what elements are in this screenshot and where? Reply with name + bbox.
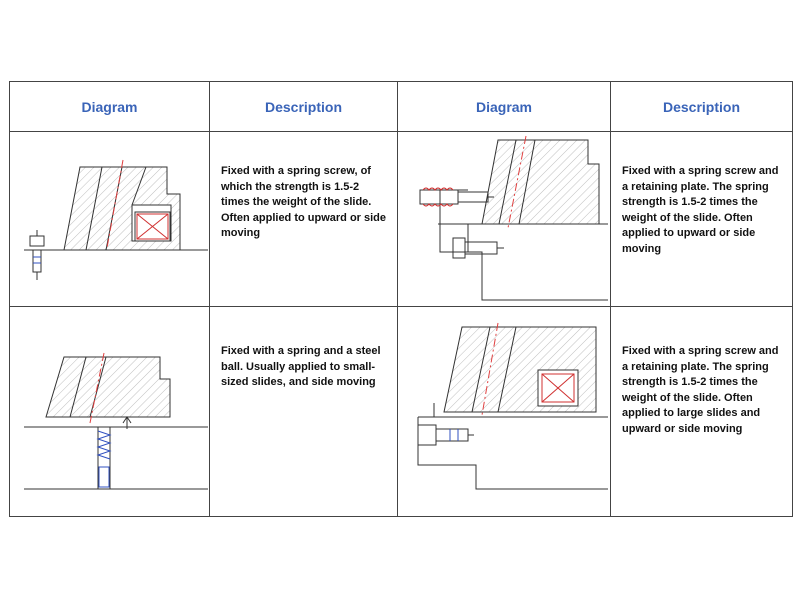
header-row: Diagram Description Diagram Description [9, 81, 793, 132]
header-description-2: Description [610, 81, 793, 132]
spring-screw-drawing [24, 159, 208, 280]
header-diagram-1: Diagram [9, 81, 210, 132]
description-spring-screw-plate: Fixed with a spring screw and a retainin… [610, 131, 793, 307]
header-description-1: Description [209, 81, 398, 132]
diagram-spring-screw [9, 131, 210, 307]
table-row: Fixed with a spring screw, of which the … [9, 131, 793, 307]
spring-ball-drawing [24, 352, 208, 490]
description-text: Fixed with a spring screw, of which the … [221, 165, 387, 239]
description-text: Fixed with a spring screw and a retainin… [622, 345, 779, 435]
description-spring-screw: Fixed with a spring screw, of which the … [209, 131, 398, 307]
description-text: Fixed with a spring screw and a retainin… [622, 165, 779, 255]
diagram-spring-screw-plate-large [397, 306, 611, 517]
table-row: Fixed with a spring and a steel ball. Us… [9, 306, 793, 517]
spring-screw-plate-large-drawing [417, 322, 608, 490]
diagram-spring-ball [9, 306, 210, 517]
slide-fixing-table: Diagram Description Diagram Description [9, 81, 793, 517]
description-text: Fixed with a spring and a steel ball. Us… [221, 345, 381, 388]
diagram-spring-screw-plate [397, 131, 611, 307]
spring-screw-plate-drawing [419, 135, 608, 301]
description-spring-ball: Fixed with a spring and a steel ball. Us… [209, 306, 398, 517]
header-diagram-2: Diagram [397, 81, 611, 132]
description-spring-screw-plate-large: Fixed with a spring screw and a retainin… [610, 306, 793, 517]
